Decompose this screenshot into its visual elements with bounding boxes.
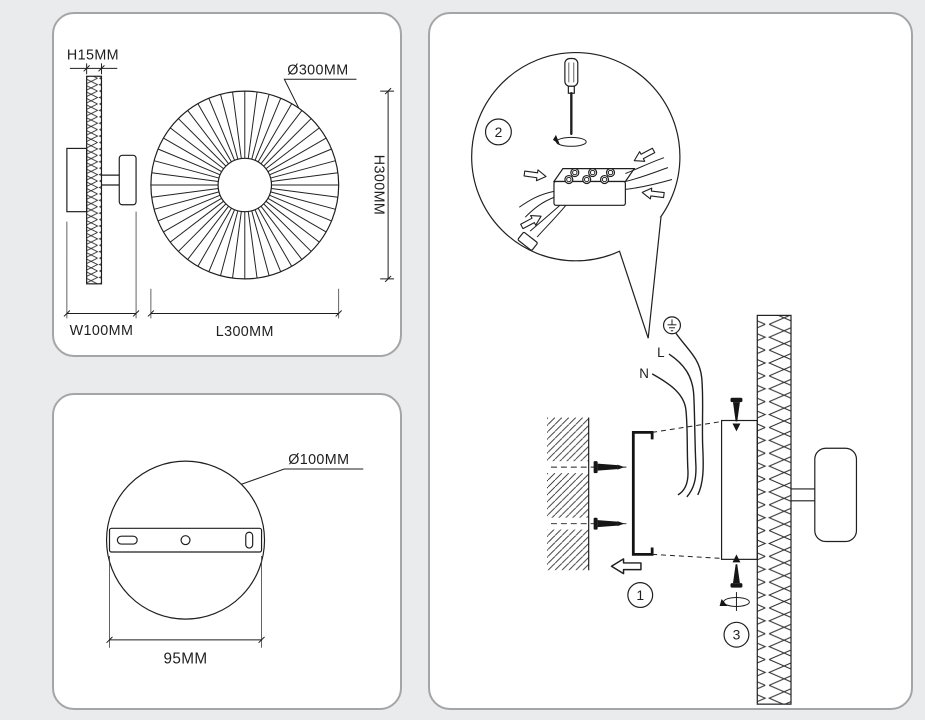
bottom-screw-icon	[730, 554, 743, 588]
diameter-100-dimension: Ø100MM	[241, 452, 364, 485]
step-2-number: 2	[495, 124, 503, 140]
terminal-block	[552, 168, 636, 206]
lamp-front-view	[150, 90, 340, 280]
center-hole	[180, 535, 191, 546]
wall-section	[543, 417, 629, 571]
step-3-badge: 3	[723, 621, 750, 648]
l300-label: L300MM	[216, 324, 274, 340]
ground-icon	[662, 316, 682, 335]
w100-label: W100MM	[70, 323, 134, 339]
d300-label: Ø300MM	[287, 62, 348, 78]
top-screw-icon	[730, 397, 743, 432]
panel-mounting-plate: Ø100MM 95MM	[52, 393, 402, 710]
mounting-bracket	[631, 431, 654, 556]
width-95-dimension: 95MM	[106, 555, 265, 668]
lamp-dimensions-drawing: H15MM Ø300MM	[63, 47, 395, 340]
step-2-badge: 2	[484, 118, 512, 146]
mounting-plate-drawing: Ø100MM 95MM	[105, 452, 364, 668]
height-300-dimension: H300MM	[370, 87, 395, 283]
supply-wires	[651, 332, 704, 498]
lamp-side-view	[66, 75, 137, 285]
assembly-guide-top	[652, 421, 722, 433]
h15-label: H15MM	[67, 47, 119, 63]
width-100-dimension: W100MM	[63, 211, 140, 339]
wiring-detail-callout: 2	[471, 51, 681, 339]
diameter-300-dimension: Ø300MM	[283, 62, 357, 109]
length-300-dimension: L300MM	[147, 288, 343, 340]
wall-screw-icon	[593, 517, 625, 530]
height-15-dimension: H15MM	[67, 47, 119, 75]
lamp-side-assembly	[720, 314, 858, 705]
assembly-guide-bottom	[652, 553, 722, 559]
keyhole-slot	[116, 535, 138, 545]
d100-label: Ø100MM	[288, 452, 349, 468]
pleat-lines	[150, 91, 339, 279]
slide-direction-arrow	[610, 558, 642, 575]
wall-screw-icon	[593, 461, 625, 474]
panel-lamp-dimensions: H15MM Ø300MM	[52, 12, 402, 357]
mounting-plate-back-view	[105, 460, 266, 620]
wire-connector	[517, 231, 538, 251]
terminal-wires	[517, 157, 673, 251]
rotate-screw-indicator	[719, 592, 750, 611]
step-1-badge: 1	[627, 582, 654, 609]
w95-label: 95MM	[163, 651, 207, 668]
installation-drawing: 1 3 L N	[471, 51, 858, 705]
screw-slot	[245, 531, 254, 549]
h300-label: H300MM	[370, 155, 386, 216]
step-3-number: 3	[733, 627, 741, 643]
line-wire-label: L	[657, 345, 664, 360]
step-1-number: 1	[636, 587, 644, 603]
neutral-wire-label: N	[639, 366, 649, 381]
screwdriver-icon	[552, 57, 587, 147]
panel-installation-steps: 1 3 L N	[428, 12, 913, 710]
